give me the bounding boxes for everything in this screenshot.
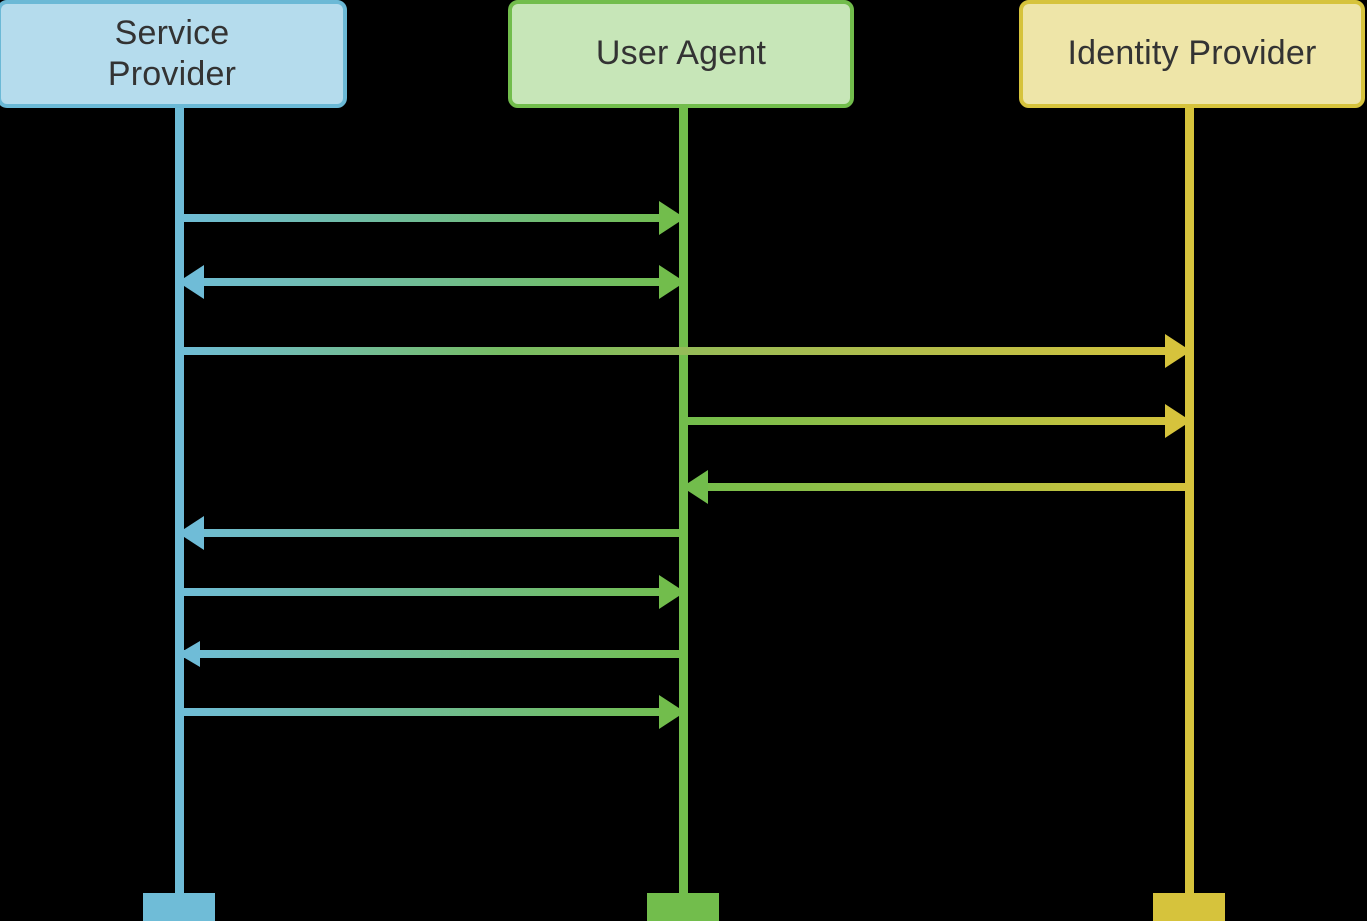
message-shaft	[179, 347, 1190, 355]
message-arrow-1[interactable]	[179, 201, 685, 235]
participant-user-agent[interactable]: User Agent	[508, 0, 854, 108]
participant-label: Identity Provider	[1067, 34, 1317, 73]
terminator-service-provider	[143, 893, 215, 921]
terminator-user-agent	[647, 893, 719, 921]
message-shaft	[179, 214, 684, 222]
arrowhead-left-icon	[178, 265, 204, 299]
message-shaft	[683, 417, 1190, 425]
message-shaft	[179, 708, 684, 716]
message-shaft	[683, 483, 1190, 491]
message-shaft	[179, 588, 684, 596]
message-shaft	[179, 529, 684, 537]
message-arrow-5[interactable]	[682, 470, 1190, 504]
arrowhead-right-icon	[659, 695, 685, 729]
arrowhead-right-icon	[1165, 334, 1191, 368]
arrowhead-right-icon	[1165, 404, 1191, 438]
participant-service-provider[interactable]: Service Provider	[0, 0, 347, 108]
message-arrow-3[interactable]	[179, 334, 1191, 368]
participant-label: Service Provider	[107, 13, 237, 93]
message-arrow-6[interactable]	[178, 516, 684, 550]
message-shaft	[179, 278, 684, 286]
terminator-identity-provider	[1153, 893, 1225, 921]
arrowhead-right-icon	[659, 265, 685, 299]
arrowhead-right-icon	[659, 201, 685, 235]
message-shaft	[179, 650, 684, 658]
participant-identity-provider[interactable]: Identity Provider	[1019, 0, 1365, 108]
arrowhead-left-icon	[178, 641, 200, 667]
lifeline-service-provider	[175, 104, 184, 893]
arrowhead-left-icon	[178, 516, 204, 550]
participant-label: User Agent	[595, 34, 767, 73]
message-arrow-9[interactable]	[179, 695, 685, 729]
message-arrow-7[interactable]	[179, 575, 685, 609]
message-arrow-4[interactable]	[683, 404, 1191, 438]
arrowhead-left-icon	[682, 470, 708, 504]
message-arrow-8[interactable]	[178, 641, 684, 667]
arrowhead-right-icon	[659, 575, 685, 609]
message-arrow-2[interactable]	[178, 265, 685, 299]
lifeline-identity-provider	[1185, 104, 1194, 893]
